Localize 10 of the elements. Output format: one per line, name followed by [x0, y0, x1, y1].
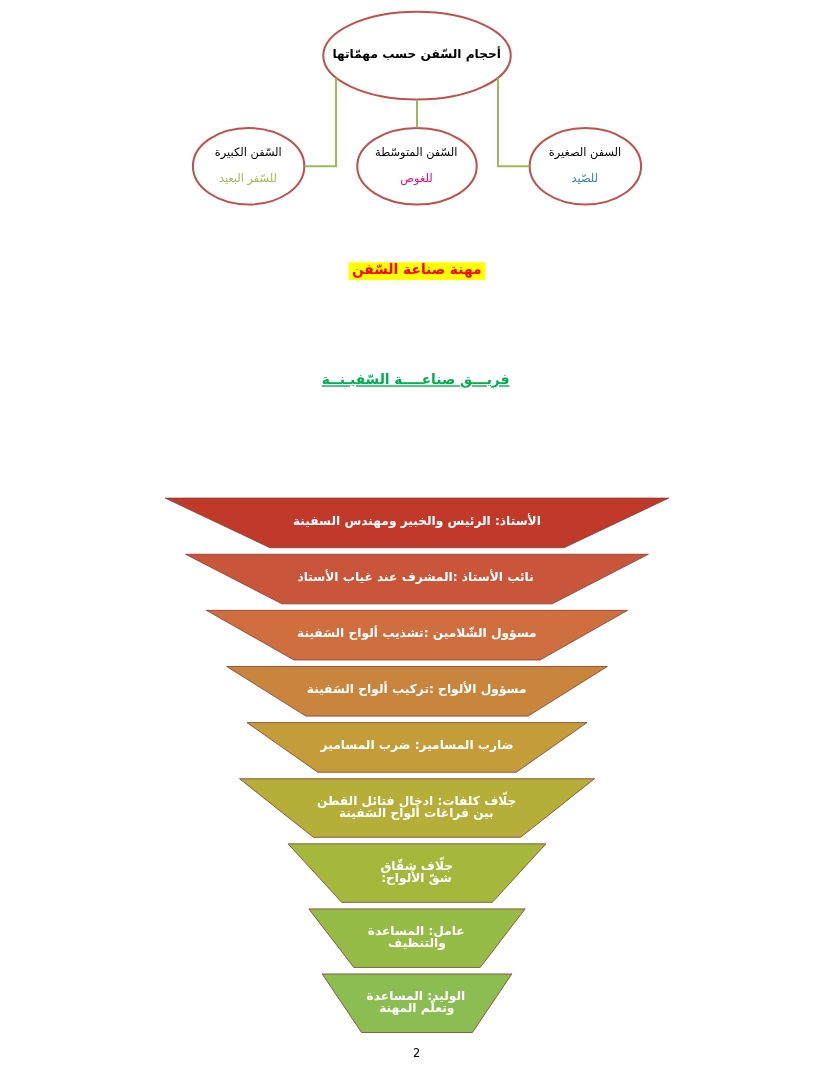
connector: [304, 77, 338, 168]
node-ellipse: السفن الصغيرة للصّيد: [528, 127, 643, 206]
node-ellipse: أحجام السّفن حسب مهمّاتها: [322, 10, 512, 101]
node-ellipse: السّفن الكبيرة للسّفر البعيد: [191, 127, 306, 206]
connector: [496, 77, 530, 168]
label: فريـــق صناعــــة السّفيـنــة: [321, 371, 510, 388]
label: 2: [412, 1045, 421, 1060]
node-ellipse: السّفن المتوسّطة للغوص: [356, 127, 478, 206]
label: مهنة صناعة السّفن: [351, 260, 482, 277]
connector: [416, 99, 418, 128]
